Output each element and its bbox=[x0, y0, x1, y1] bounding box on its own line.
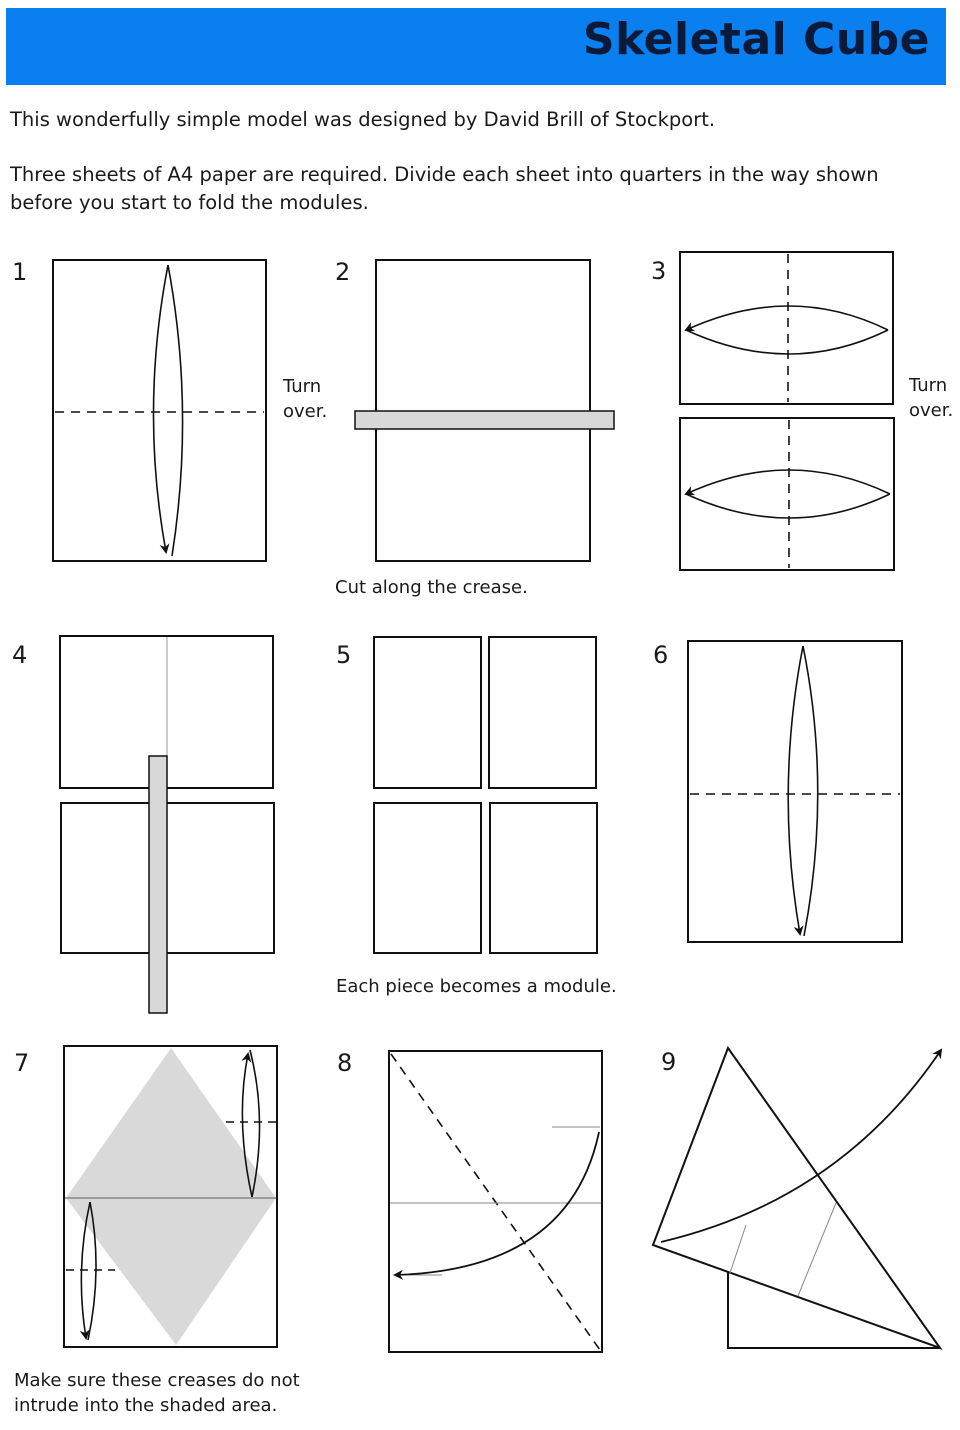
step-1-caption-line-2: over. bbox=[283, 401, 328, 422]
step-3-diagram bbox=[679, 251, 895, 571]
instructions-line-1: Three sheets of A4 paper are required. D… bbox=[10, 163, 879, 186]
step-5-caption: Each piece becomes a module. bbox=[336, 976, 617, 997]
intro-text: This wonderfully simple model was design… bbox=[10, 108, 716, 131]
step-7-number: 7 bbox=[14, 1049, 30, 1077]
step-4-diagram bbox=[59, 635, 275, 1014]
step-2-number: 2 bbox=[335, 258, 351, 286]
step-1-diagram bbox=[52, 259, 267, 562]
step-4-number: 4 bbox=[12, 641, 28, 669]
step-1-number: 1 bbox=[12, 258, 28, 286]
step-7-diagram bbox=[63, 1045, 278, 1348]
step-5-diagram bbox=[373, 636, 598, 954]
title-banner: Skeletal Cube bbox=[6, 8, 946, 85]
step-9-diagram bbox=[651, 1045, 943, 1351]
step-3-number: 3 bbox=[651, 257, 667, 285]
step-7-caption-line-2: intrude into the shaded area. bbox=[14, 1395, 278, 1416]
step-7-caption-line-1: Make sure these creases do not bbox=[14, 1370, 300, 1391]
step-1-caption-line-1: Turn bbox=[283, 376, 322, 397]
step-3-caption-line-1: Turn bbox=[909, 375, 948, 396]
step-6-diagram bbox=[687, 640, 903, 943]
step-8-diagram bbox=[388, 1050, 603, 1353]
step-6-number: 6 bbox=[653, 641, 669, 669]
page-title: Skeletal Cube bbox=[582, 14, 930, 65]
step-9-number: 9 bbox=[661, 1048, 677, 1076]
step-8-number: 8 bbox=[337, 1049, 353, 1077]
step-2-caption: Cut along the crease. bbox=[335, 577, 528, 598]
step-3-caption-line-2: over. bbox=[909, 400, 954, 421]
step-5-number: 5 bbox=[336, 641, 352, 669]
instructions-line-2: before you start to fold the modules. bbox=[10, 191, 369, 214]
step-2-diagram bbox=[354, 259, 615, 562]
